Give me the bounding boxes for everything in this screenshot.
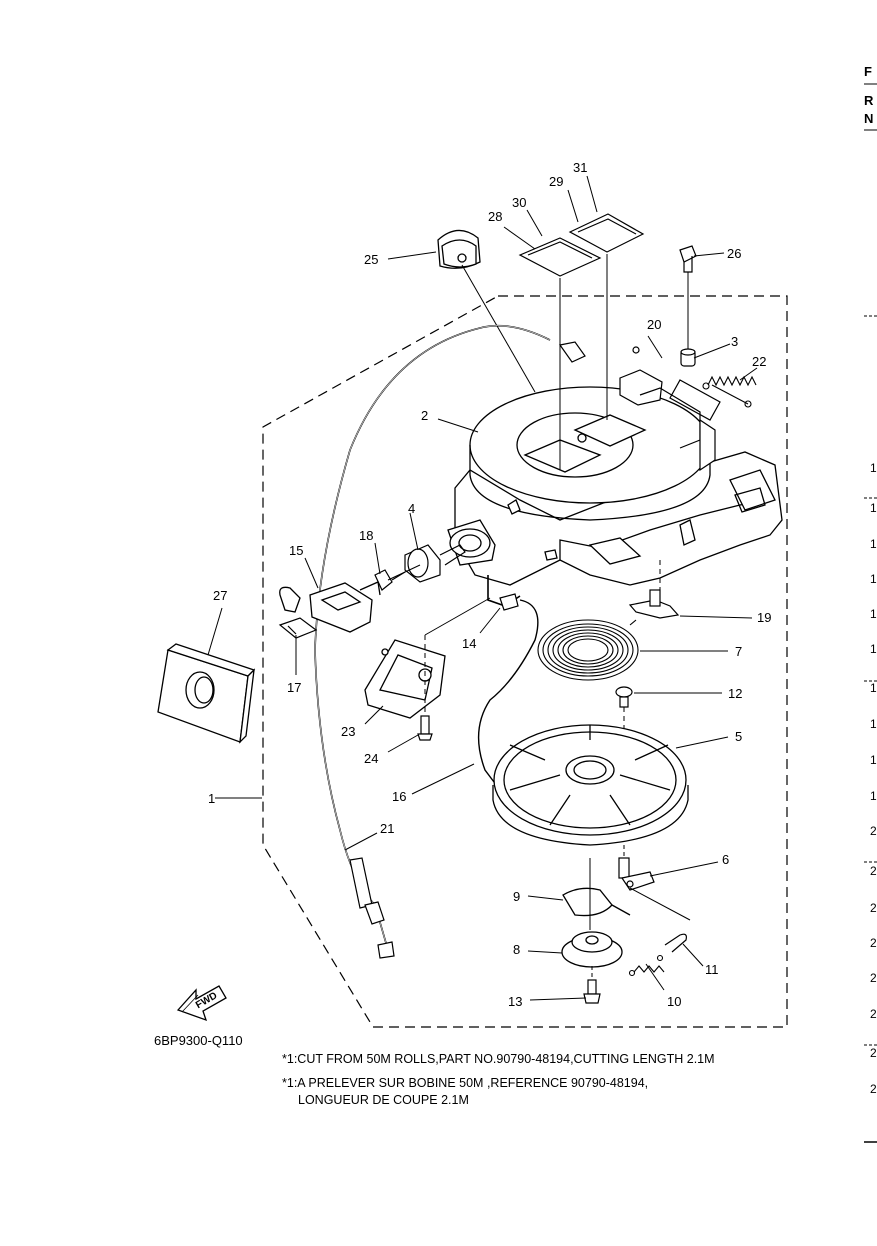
plate-part-8 — [561, 931, 623, 968]
callout-numbers: 1 2 3 4 5 6 7 8 9 10 11 12 13 14 15 16 1… — [208, 160, 771, 1009]
callout-5: 5 — [735, 729, 742, 744]
cap-part-25 — [437, 229, 481, 269]
edge-row-mark: 1 — [870, 572, 877, 586]
spiral-spring-part-7 — [537, 619, 639, 681]
callout-13: 13 — [508, 994, 522, 1009]
spring-part-10 — [628, 954, 665, 977]
callout-11: 11 — [705, 962, 719, 977]
note-line-2: *1:A PRELEVER SUR BOBINE 50M ,REFERENCE … — [282, 1076, 648, 1090]
callout-21: 21 — [380, 821, 394, 836]
edge-row-mark: 1 — [870, 753, 877, 767]
handle-part-15 — [279, 581, 381, 633]
edge-row-mark: 1 — [870, 681, 877, 695]
callout-28: 28 — [488, 209, 502, 224]
edge-row-mark: 2 — [870, 824, 877, 838]
edge-row-mark: 1 — [870, 789, 877, 803]
drum-pulley-part-5 — [492, 724, 689, 846]
diagram-code: 6BP9300-Q110 — [154, 1033, 243, 1048]
callout-12: 12 — [728, 686, 742, 701]
starter-housing — [447, 386, 783, 586]
note-line-3: LONGUEUR DE COUPE 2.1M — [298, 1093, 469, 1107]
bolt-part-12 — [615, 686, 633, 708]
callout-15: 15 — [289, 543, 303, 558]
callout-1: 1 — [208, 791, 215, 806]
bolt-part-26 — [679, 245, 697, 273]
fwd-arrow-icon: FWD — [176, 985, 227, 1022]
ratchet-part-6 — [618, 857, 655, 891]
callout-16: 16 — [392, 789, 406, 804]
callout-31: 31 — [573, 160, 587, 175]
edge-row-mark: 1 — [870, 501, 877, 515]
rope-clip-part-17 — [278, 617, 318, 639]
callout-26: 26 — [727, 246, 741, 261]
callout-20: 20 — [647, 317, 661, 332]
edge-row-mark: 2 — [870, 1082, 877, 1096]
edge-row-mark: 1 — [870, 461, 877, 475]
pawl-part-19 — [628, 589, 680, 619]
screw-part-24 — [417, 715, 433, 741]
callout-18: 18 — [359, 528, 373, 543]
edge-row-mark: 2 — [870, 901, 877, 915]
edge-header-r: R — [864, 93, 874, 108]
edge-row-mark: 2 — [870, 971, 877, 985]
friction-plate-part-9 — [562, 887, 631, 917]
edge-row-mark: 2 — [870, 1007, 877, 1021]
callout-22: 22 — [752, 354, 766, 369]
lever-part-20 — [619, 346, 721, 472]
edge-row-mark: 1 — [870, 717, 877, 731]
spring-part-22 — [702, 375, 757, 408]
edge-header-n: N — [864, 111, 873, 126]
edge-header-f: F — [864, 64, 872, 79]
callout-4: 4 — [408, 501, 415, 516]
callout-9: 9 — [513, 889, 520, 904]
edge-row-mark: 1 — [870, 537, 877, 551]
clip-part-11 — [664, 933, 687, 953]
right-edge-column: F R N 1 1 1 1 1 1 1 1 1 1 2 2 2 2 2 2 2 2 — [864, 64, 877, 1143]
note-line-1: *1:CUT FROM 50M ROLLS,PART NO.90790-4819… — [282, 1052, 715, 1066]
leader-lines — [207, 175, 758, 1001]
edge-row-mark: 2 — [870, 936, 877, 950]
edge-row-mark: 1 — [870, 642, 877, 656]
bracket-part-23 — [364, 639, 446, 719]
edge-row-mark: 1 — [870, 607, 877, 621]
cable-end-fitting — [349, 341, 586, 959]
collar-part-3 — [680, 348, 696, 367]
callout-8: 8 — [513, 942, 520, 957]
edge-row-mark: 2 — [870, 864, 877, 878]
callout-10: 10 — [667, 994, 681, 1009]
callout-23: 23 — [341, 724, 355, 739]
callout-30: 30 — [512, 195, 526, 210]
edge-row-mark: 2 — [870, 1046, 877, 1060]
callout-17: 17 — [287, 680, 301, 695]
rope-guide-part-4 — [404, 544, 466, 583]
callout-27: 27 — [213, 588, 227, 603]
callout-19: 19 — [757, 610, 771, 625]
callout-14: 14 — [462, 636, 476, 651]
callout-7: 7 — [735, 644, 742, 659]
rope-part-16 — [477, 599, 539, 791]
assembly-boundary — [262, 295, 788, 1028]
callout-2: 2 — [421, 408, 428, 423]
callout-3: 3 — [731, 334, 738, 349]
callout-29: 29 — [549, 174, 563, 189]
bolt-part-13 — [583, 979, 601, 1004]
callout-24: 24 — [364, 751, 378, 766]
callout-25: 25 — [364, 252, 378, 267]
callout-6: 6 — [722, 852, 729, 867]
seal-plate-part-27 — [157, 643, 256, 744]
caution-labels — [518, 213, 645, 277]
